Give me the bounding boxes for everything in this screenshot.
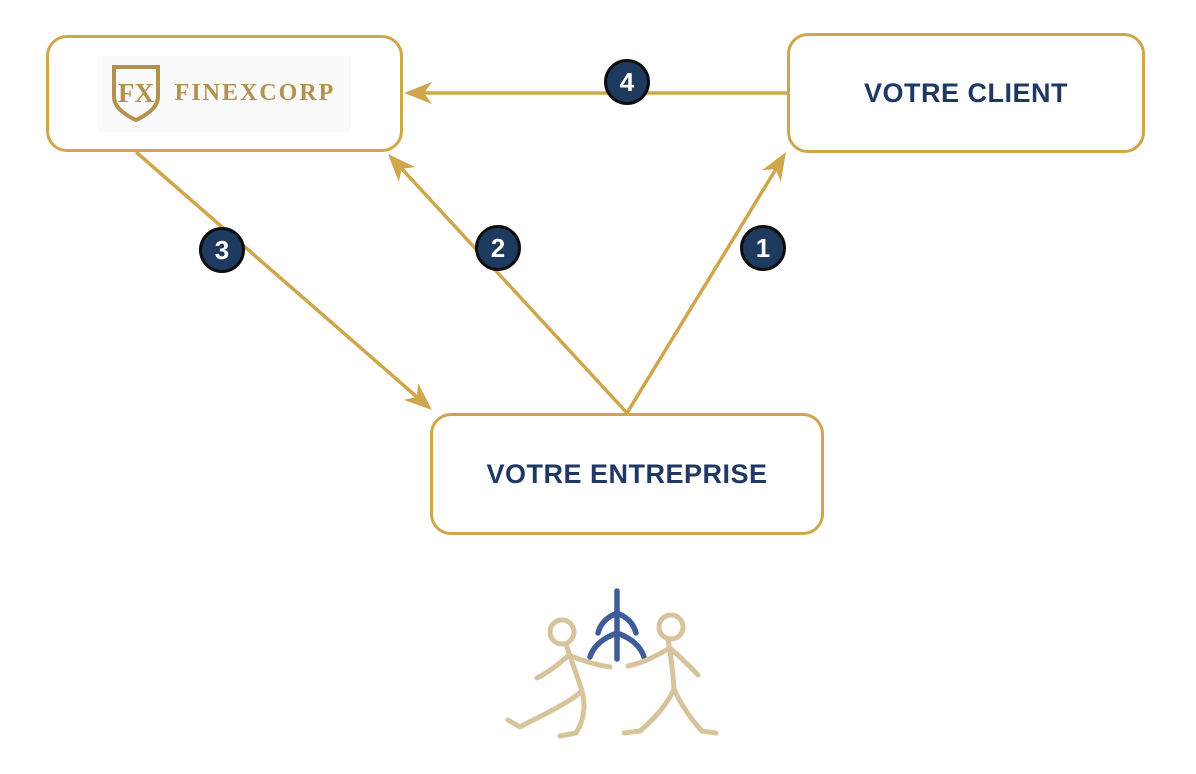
logo-wordmark: FINEXCORP <box>174 80 336 106</box>
finexcorp-logo: FX FINEXCORP <box>97 55 352 132</box>
partnership-illustration <box>505 588 719 739</box>
arrow-2 <box>388 154 629 415</box>
arrowhead-icon <box>388 154 416 182</box>
plant-branch-icon <box>587 588 647 662</box>
arrow-1 <box>625 152 786 414</box>
arrowhead-icon <box>762 152 786 182</box>
badge-4-number: 4 <box>619 66 635 97</box>
badge-3-number: 3 <box>214 234 230 265</box>
badge-1: 1 <box>740 225 786 271</box>
arrowhead-icon <box>404 82 432 104</box>
logo-monogram: FX <box>118 78 154 108</box>
arrow-3 <box>134 150 432 410</box>
node-finexcorp: FX FINEXCORP <box>46 35 403 152</box>
arrowhead-icon <box>403 383 432 410</box>
badge-2: 2 <box>475 225 521 271</box>
badge-3: 3 <box>199 227 245 273</box>
person-right-icon <box>621 612 719 736</box>
node-entreprise-label: VOTRE ENTREPRISE <box>486 458 768 489</box>
badge-4: 4 <box>604 59 650 105</box>
person-left-icon <box>505 617 613 739</box>
node-client-label: VOTRE CLIENT <box>863 77 1068 108</box>
arrow-4 <box>404 82 787 104</box>
node-client: VOTRE CLIENT <box>787 33 1145 153</box>
badge-1-number: 1 <box>755 232 771 263</box>
badge-2-number: 2 <box>490 232 506 263</box>
shield-icon: FX <box>111 64 160 122</box>
node-entreprise: VOTRE ENTREPRISE <box>430 413 824 535</box>
